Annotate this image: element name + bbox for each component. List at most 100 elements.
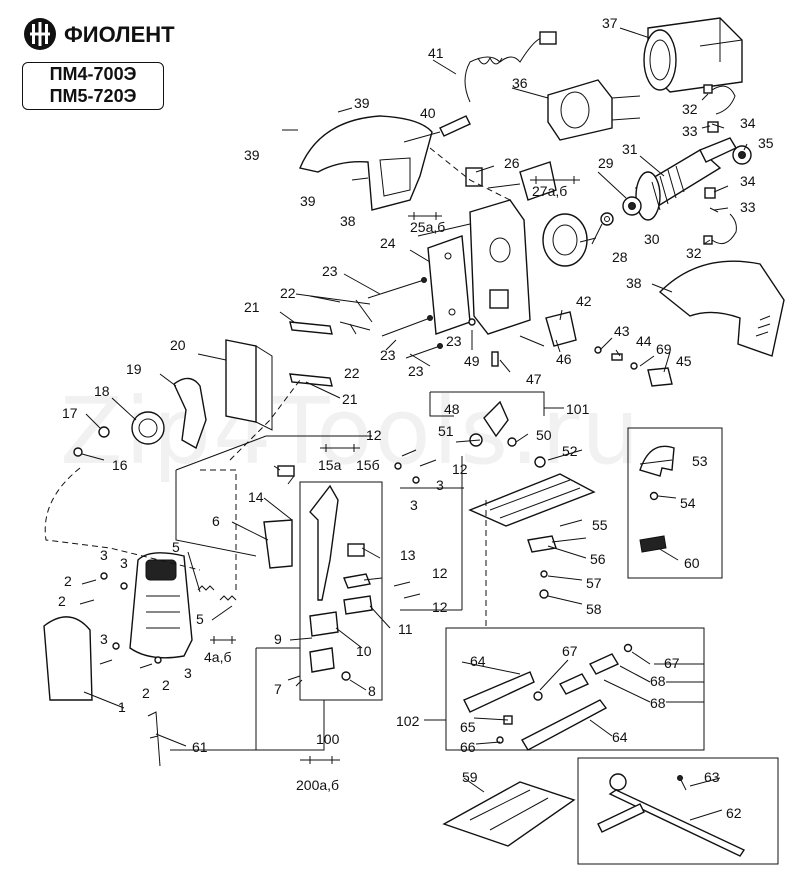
part-label-33a: 33: [682, 123, 698, 139]
part-label-47: 47: [526, 371, 542, 387]
part-label-35: 35: [758, 135, 774, 151]
part-label-43: 43: [614, 323, 630, 339]
part-label-30: 30: [644, 231, 660, 247]
part-label-23c: 23: [408, 363, 424, 379]
brushes-32-33-34: [703, 84, 737, 245]
part-label-12d: 12: [432, 599, 448, 615]
part-label-3e: 3: [436, 477, 444, 493]
part-label-200: 200а,б: [296, 777, 339, 793]
part-label-2a: 2: [64, 573, 72, 589]
part-label-64b: 64: [612, 729, 628, 745]
part-label-32a: 32: [682, 101, 698, 117]
springs-5: [197, 585, 237, 601]
part-label-45: 45: [676, 353, 692, 369]
part-label-20: 20: [170, 337, 186, 353]
part-label-53: 53: [692, 453, 708, 469]
part-label-7: 7: [274, 681, 282, 697]
part-label-64a: 64: [470, 653, 486, 669]
part-label-44: 44: [636, 333, 652, 349]
part-label-23b: 23: [380, 347, 396, 363]
ring-16: [73, 447, 83, 457]
part-label-55: 55: [592, 517, 608, 533]
part-label-4: 4а,б: [204, 649, 231, 665]
part-label-3b: 3: [120, 555, 128, 571]
box-102: [445, 627, 705, 751]
part-label-24: 24: [380, 235, 396, 251]
part-label-36: 36: [512, 75, 528, 91]
bracket-line-12: [175, 435, 372, 557]
parts-56-57-58: [527, 535, 557, 599]
part-label-15a: 15а: [318, 457, 342, 473]
rollers-68: [558, 653, 620, 695]
plunger-14: [309, 484, 339, 601]
part-label-6: 6: [212, 513, 220, 529]
dimension-25: [408, 212, 442, 220]
part-label-60: 60: [684, 555, 700, 571]
part-label-15b: 15б: [356, 457, 380, 473]
part-label-23a: 23: [322, 263, 338, 279]
housing-4: [129, 552, 193, 659]
part-label-26: 26: [504, 155, 520, 171]
guide-rails-64: [463, 671, 608, 751]
part-label-54: 54: [680, 495, 696, 511]
part-label-9: 9: [274, 631, 282, 647]
part-label-52: 52: [562, 443, 578, 459]
part-label-67b: 67: [664, 655, 680, 671]
gearbox-25: [469, 199, 531, 335]
part-label-67a: 67: [562, 643, 578, 659]
part-label-5b: 5: [196, 611, 204, 627]
bracket-line-100: [300, 700, 325, 751]
part-label-10: 10: [356, 643, 372, 659]
bearing-35: [732, 145, 752, 165]
dashed-link-16: [44, 467, 201, 571]
brand-header: ФИОЛЕНТ: [22, 16, 192, 52]
part-label-12b: 12: [452, 461, 468, 477]
part-label-12a: 12: [366, 427, 382, 443]
part-label-34b: 34: [740, 173, 756, 189]
switch-27: [519, 161, 557, 201]
part-label-51: 51: [438, 423, 454, 439]
part-label-16: 16: [112, 457, 128, 473]
part-label-101: 101: [566, 401, 590, 417]
part-label-23d: 23: [446, 333, 462, 349]
parallel-guide-62: [597, 773, 746, 857]
gear-18: [131, 411, 165, 445]
part-label-3c: 3: [100, 631, 108, 647]
part-label-58: 58: [586, 601, 602, 617]
part-label-38b: 38: [626, 275, 642, 291]
cord-protector-40: [439, 115, 471, 137]
part-label-102: 102: [396, 713, 420, 729]
stator-37: [643, 17, 743, 93]
guides-21: [289, 321, 333, 387]
dimension-4: [210, 636, 236, 644]
part-label-32b: 32: [686, 245, 702, 261]
bracket-line-101: [429, 391, 564, 417]
part-label-18: 18: [94, 383, 110, 399]
plate-24: [427, 235, 471, 335]
guard-1: [43, 616, 93, 701]
brand-name: ФИОЛЕНТ: [64, 22, 175, 47]
part-label-42: 42: [576, 293, 592, 309]
part-label-39b: 39: [244, 147, 260, 163]
base-plate-59: [442, 781, 576, 847]
washer-30: [600, 212, 614, 226]
switch-26: [465, 167, 483, 187]
part-label-2d: 2: [162, 677, 170, 693]
pendulum-lever-19: [173, 377, 207, 450]
fiolent-logo-icon: [24, 18, 56, 50]
part-label-21a: 21: [244, 299, 260, 315]
part-label-28: 28: [612, 249, 628, 265]
part-label-11: 11: [398, 621, 413, 637]
dimension-15: [320, 444, 360, 452]
fan-28: [542, 213, 588, 267]
part-label-5a: 5: [172, 539, 180, 555]
frame-100: [299, 481, 383, 701]
dashed-guide-lines: [229, 147, 511, 461]
box-53-54-60: [627, 427, 723, 579]
part-label-21b: 21: [342, 391, 358, 407]
part-label-66: 66: [460, 739, 476, 755]
part-label-12c: 12: [432, 565, 448, 581]
washer-17: [98, 426, 110, 438]
